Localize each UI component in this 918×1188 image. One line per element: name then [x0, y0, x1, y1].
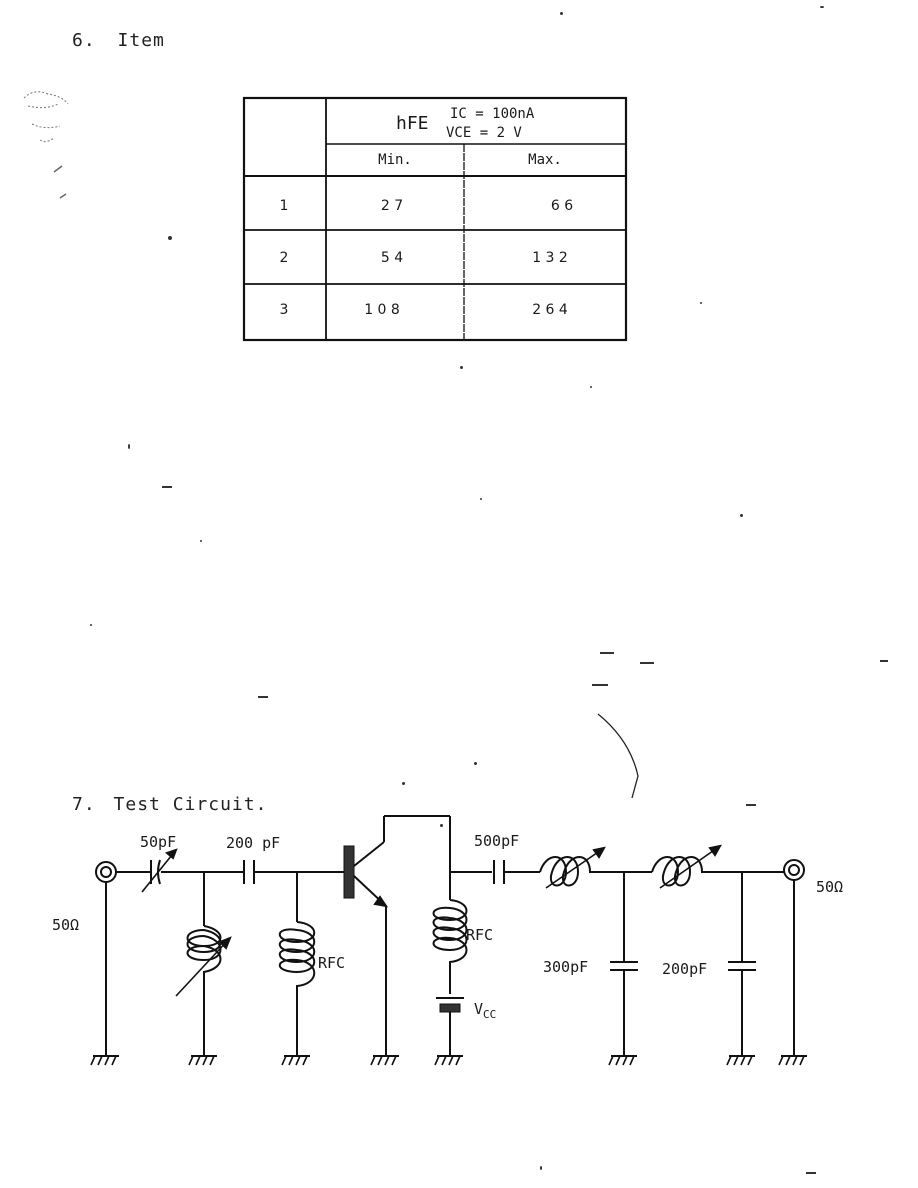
section-7-title: Test Circuit. [113, 794, 268, 815]
shunt-capacitor-200pf [728, 961, 756, 971]
ic-condition: IC = 100nA [450, 106, 535, 122]
item-cell: 3 [280, 302, 289, 318]
label-500pf: 500pF [474, 832, 519, 850]
item-cell: 1 [280, 198, 289, 214]
label-rfc-1: RFC [318, 954, 345, 972]
min-cell: 1 0 8 [364, 302, 400, 318]
label-input-impedance: 50Ω [52, 916, 79, 934]
label-rfc-2: RFC [466, 926, 493, 944]
min-header: Min. [378, 152, 412, 168]
pen-stroke [597, 713, 639, 799]
output-capacitor-500pf [493, 860, 505, 884]
ground-icon [281, 1055, 311, 1066]
section-7-number: 7. [72, 794, 96, 815]
ground-icon [434, 1055, 464, 1066]
hfe-label: hFE [396, 113, 429, 134]
transistor [343, 815, 451, 1056]
ground-icon [370, 1055, 400, 1066]
min-cell: 2 7 [381, 198, 403, 214]
ground-icon [90, 1055, 120, 1066]
item-cell: 2 [280, 250, 289, 266]
section-7-heading: 7. Test Circuit. [72, 794, 267, 815]
input-variable-capacitor [141, 848, 178, 893]
ground-icon [726, 1055, 756, 1066]
max-cell: 1 3 2 [532, 250, 568, 266]
rfc-inductor-2 [432, 899, 468, 994]
smudge-mark [23, 91, 69, 199]
ground-icon [778, 1055, 808, 1066]
label-200pf-shunt: 200pF [662, 960, 707, 978]
tuning-inductor [186, 925, 222, 976]
output-connector [783, 859, 805, 881]
coupling-capacitor-200pf [243, 860, 255, 884]
variable-series-inductor-1 [539, 856, 600, 887]
max-header: Max. [528, 152, 562, 168]
max-cell: 6 6 [551, 198, 573, 214]
ground-icon [188, 1055, 218, 1066]
vcc-battery [436, 997, 464, 1013]
min-cell: 5 4 [381, 250, 403, 266]
hfe-table: hFE IC = 100nA VCE = 2 V Min. Max. 1 2 7… [242, 96, 628, 342]
label-300pf: 300pF [543, 958, 588, 976]
rfc-inductor-1 [278, 921, 316, 990]
section-6-number: 6. [72, 30, 96, 51]
section-6-title: Item [117, 30, 165, 51]
section-6-heading: 6. Item [72, 30, 165, 51]
label-vcc: VCC [474, 1000, 496, 1021]
variable-series-inductor-2 [651, 856, 712, 887]
label-output-impedance: 50Ω [816, 878, 843, 896]
shunt-capacitor-300pf [610, 961, 638, 971]
label-50pf: 50pF [140, 833, 176, 851]
label-200pf: 200 pF [226, 834, 280, 852]
vce-condition: VCE = 2 V [446, 125, 522, 141]
ground-icon [608, 1055, 638, 1066]
table-border [242, 96, 628, 342]
max-cell: 2 6 4 [532, 302, 568, 318]
input-connector [95, 861, 117, 883]
